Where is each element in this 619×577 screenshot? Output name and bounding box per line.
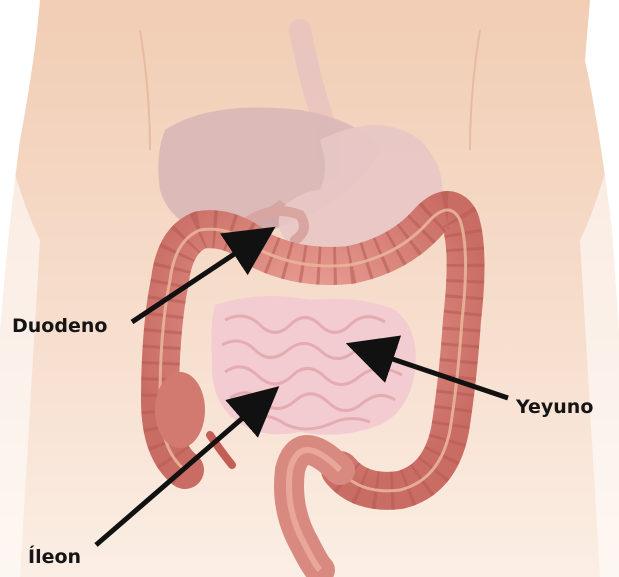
label-duodeno: Duodeno [12, 317, 107, 336]
cecum [155, 372, 205, 448]
label-ileon: Íleon [28, 548, 81, 567]
label-yeyuno: Yeyuno [516, 398, 593, 417]
